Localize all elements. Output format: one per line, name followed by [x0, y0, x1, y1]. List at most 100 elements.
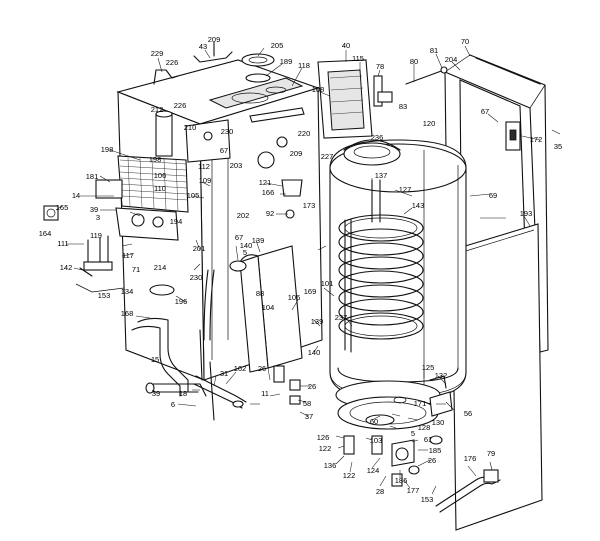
- part-label: 176: [464, 454, 477, 463]
- part-label: 111: [57, 239, 68, 248]
- part-label: 193: [520, 209, 533, 218]
- part-label: 202: [237, 211, 250, 220]
- front-panel: [451, 223, 543, 531]
- part-label: 229: [151, 49, 164, 58]
- part-label: 67: [220, 146, 228, 155]
- part-label: 106: [154, 171, 167, 180]
- part-label: 81: [430, 46, 438, 55]
- part-label: 121: [259, 178, 272, 187]
- hot-water-cylinder: [329, 139, 467, 401]
- part-label: 185: [429, 446, 442, 455]
- part-label: 119: [90, 231, 102, 240]
- part-label: 126: [317, 433, 330, 442]
- part-label: 78: [376, 62, 384, 71]
- part-label: 205: [271, 41, 284, 50]
- part-label: 122: [343, 471, 356, 480]
- part-label: 189: [280, 57, 293, 66]
- part-label: 105: [187, 191, 200, 200]
- part-label: 56: [464, 409, 472, 418]
- part-label: 101: [321, 279, 334, 288]
- part-label: 140: [240, 241, 253, 250]
- part-label: 140: [308, 348, 321, 357]
- top-parts: [153, 41, 448, 219]
- part-label: 118: [298, 61, 310, 70]
- part-label: 136: [324, 461, 337, 470]
- part-label: 177: [407, 486, 420, 495]
- part-label: 128: [418, 423, 431, 432]
- part-label: 43: [199, 42, 207, 51]
- part-label: 26: [258, 364, 266, 373]
- part-label: 5: [243, 248, 247, 257]
- part-label: 166: [262, 188, 275, 197]
- part-label: 201: [193, 244, 206, 253]
- part-label: 153: [421, 495, 434, 504]
- part-label: 230: [221, 127, 234, 136]
- expansion-vessel: [239, 245, 303, 383]
- part-label: 212: [151, 105, 164, 114]
- part-label: 69: [489, 191, 497, 200]
- part-label: 70: [461, 37, 469, 46]
- burner-assembly: [95, 155, 189, 241]
- part-label: 67: [481, 107, 489, 116]
- part-label: 35: [554, 142, 562, 151]
- part-label: 31: [220, 369, 228, 378]
- part-label: 204: [445, 55, 458, 64]
- part-label: 230: [190, 273, 203, 282]
- leader-lines: [55, 45, 561, 495]
- part-label: 88: [256, 289, 264, 298]
- part-number-labels: 209 205 40 70 43 229 226 189 118 115 78 …: [39, 35, 562, 504]
- part-label: 79: [487, 449, 495, 458]
- part-label: 210: [184, 123, 197, 132]
- part-label: 227: [321, 152, 334, 161]
- part-label: 40: [342, 41, 350, 50]
- part-label: 132: [435, 371, 448, 380]
- part-label: 134: [121, 287, 134, 296]
- part-label: 139: [252, 236, 265, 245]
- part-label: 39: [90, 205, 98, 214]
- part-label: 5: [411, 429, 415, 438]
- part-label: 26: [428, 456, 436, 465]
- part-label: 165: [56, 203, 69, 212]
- part-label: 209: [208, 35, 221, 44]
- part-label: 15: [151, 355, 159, 364]
- part-label: 130: [432, 418, 445, 427]
- part-label: 124: [367, 466, 380, 475]
- part-label: 120: [423, 119, 436, 128]
- bottom-fittings: [232, 375, 501, 513]
- part-label: 237: [335, 313, 348, 322]
- part-label: 162: [234, 364, 247, 373]
- part-label: 92: [266, 209, 274, 218]
- part-label: 6: [171, 400, 175, 409]
- part-label: 181: [86, 172, 99, 181]
- part-label: 198: [101, 145, 114, 154]
- part-label: 117: [122, 251, 134, 260]
- part-label: 28: [376, 487, 384, 496]
- part-label: 226: [174, 101, 187, 110]
- part-label: 104: [262, 303, 275, 312]
- part-label: 115: [352, 54, 364, 63]
- part-label: 11: [261, 389, 269, 398]
- part-label: 39: [152, 389, 160, 398]
- part-label: 125: [422, 363, 435, 372]
- part-label: 60: [370, 417, 378, 426]
- part-label: 186: [395, 476, 408, 485]
- part-label: 80: [410, 57, 418, 66]
- part-label: 137: [375, 171, 388, 180]
- part-label: 26: [308, 382, 316, 391]
- part-label: 106: [288, 293, 301, 302]
- part-label: 58: [303, 399, 311, 408]
- part-label: 203: [230, 161, 243, 170]
- part-label: 37: [305, 412, 313, 421]
- part-label: 103: [370, 436, 383, 445]
- part-label: 139: [311, 317, 324, 326]
- part-label: 168: [121, 309, 134, 318]
- part-label: 112: [198, 162, 210, 171]
- part-label: 109: [199, 176, 212, 185]
- part-label: 164: [39, 229, 52, 238]
- part-label: 83: [399, 102, 407, 111]
- part-label: 214: [154, 263, 167, 272]
- part-label: 169: [304, 287, 317, 296]
- part-label: 153: [98, 291, 111, 300]
- part-label: 71: [132, 265, 140, 274]
